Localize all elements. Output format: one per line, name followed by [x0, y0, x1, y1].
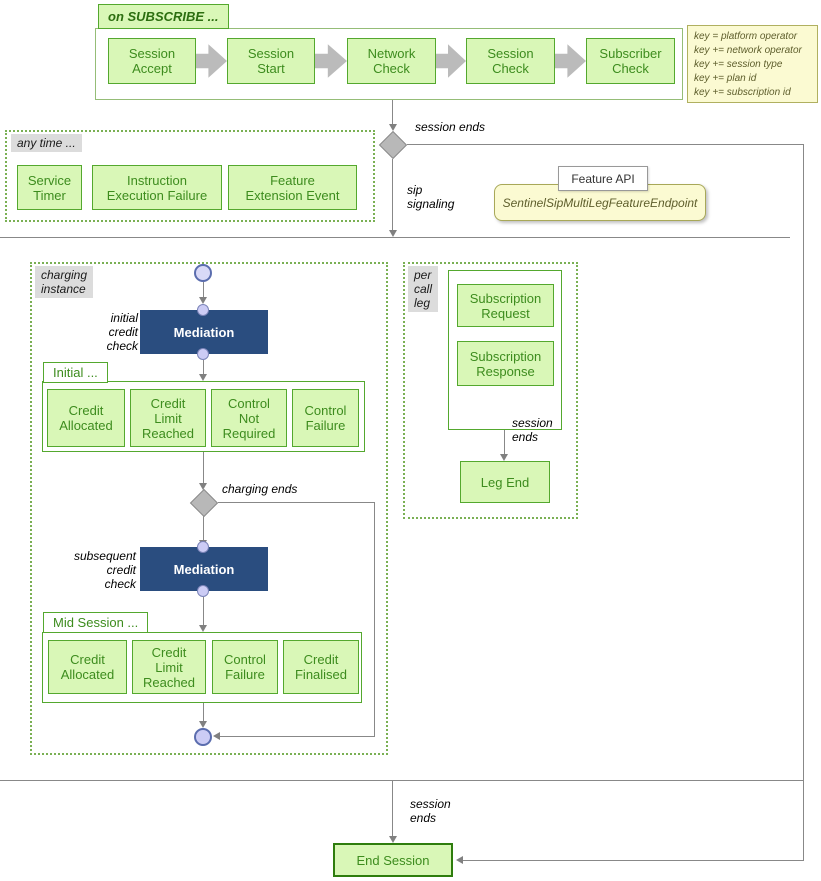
outcome-control-not-required: Control Not Required [211, 389, 287, 447]
step-session-start: Session Start [227, 38, 315, 84]
sip-signaling-label: sip signaling [407, 183, 455, 211]
arrowhead-down-icon [199, 297, 207, 304]
port-circle-icon [197, 541, 209, 553]
step-network-check: Network Check [347, 38, 436, 84]
message-subscription-response: Subscription Response [457, 341, 554, 386]
arrowhead-down-icon [389, 124, 397, 131]
outcome-credit-limit-reached: Credit Limit Reached [130, 389, 206, 447]
session-ends-label: session ends [512, 416, 553, 444]
key-legend-line: key += session type [694, 59, 783, 70]
mid-session-outcomes-tab: Mid Session ... [43, 612, 149, 633]
subscribe-group-tab: on SUBSCRIBE ... [98, 4, 229, 29]
arrowhead-left-icon [213, 732, 220, 740]
connector-sip-signaling [392, 159, 393, 230]
step-session-check: Session Check [466, 38, 555, 84]
any-time-region [5, 130, 375, 222]
per-call-leg-region [403, 262, 578, 519]
decision-diamond-icon [378, 130, 408, 160]
outcome-credit-limit-reached: Credit Limit Reached [132, 640, 206, 694]
connector [203, 516, 204, 540]
outcome-control-failure: Control Failure [212, 640, 278, 694]
key-legend-line: key = platform operator [694, 31, 798, 42]
feature-api-tab: Feature API [558, 166, 648, 191]
key-legend-line: key += network operator [694, 45, 802, 56]
event-feature-extension-event: Feature Extension Event [228, 165, 357, 210]
connector [203, 452, 204, 483]
end-session-box: End Session [333, 843, 453, 877]
port-circle-icon [197, 348, 209, 360]
lane-separator-bottom [0, 780, 803, 781]
charging-instance-region-label: charging instance [35, 266, 94, 298]
outcome-credit-allocated: Credit Allocated [47, 389, 125, 447]
connector [203, 360, 204, 374]
port-circle-icon [197, 585, 209, 597]
outcome-credit-finalised: Credit Finalised [283, 640, 359, 694]
step-subscriber-check: Subscriber Check [586, 38, 675, 84]
arrowhead-down-icon [500, 454, 508, 461]
per-call-leg-region-label: per call leg [408, 266, 439, 312]
connector-to-end-session [392, 780, 393, 836]
mediation-initial-box: Mediation [140, 310, 268, 354]
arrowhead-down-icon [199, 721, 207, 728]
charging-ends-label: charging ends [222, 482, 298, 496]
arrowhead-down-icon [199, 625, 207, 632]
key-legend-line: key += plan id [694, 73, 757, 84]
end-state-circle-icon [194, 728, 212, 746]
initial-outcomes-tab: Initial ... [43, 362, 108, 383]
leg-end-box: Leg End [460, 461, 550, 503]
charging-instance-region [30, 262, 388, 755]
key-legend-line: key += subscription id [694, 87, 791, 98]
connector-session-ends-right [407, 144, 803, 145]
initial-credit-check-label: initial credit check [106, 311, 138, 353]
mediation-subsequent-box: Mediation [140, 547, 268, 591]
connector [203, 703, 204, 721]
start-state-circle-icon [194, 264, 212, 282]
connector [504, 430, 505, 454]
connector-right-to-end-session [463, 860, 803, 861]
feedback-line [220, 736, 375, 737]
outcome-credit-allocated: Credit Allocated [48, 640, 127, 694]
feedback-line [218, 502, 374, 503]
event-instruction-execution-failure: Instruction Execution Failure [92, 165, 222, 210]
arrowhead-down-icon [199, 374, 207, 381]
lane-separator-top [0, 237, 790, 238]
connector [203, 597, 204, 625]
port-circle-icon [197, 304, 209, 316]
any-time-region-label: any time ... [11, 134, 82, 152]
subsequent-credit-check-label: subsequent credit check [73, 549, 136, 591]
message-subscription-request: Subscription Request [457, 284, 554, 327]
session-ends-label: session ends [410, 797, 451, 825]
arrowhead-down-icon [199, 483, 207, 490]
arrowhead-down-icon [389, 230, 397, 237]
event-service-timer: Service Timer [17, 165, 82, 210]
feedback-line [374, 502, 375, 736]
key-legend: key = platform operator key += network o… [687, 25, 818, 103]
connector-right-edge-down [803, 144, 804, 861]
connector-subscribe-to-diamond [392, 100, 393, 124]
outcome-control-failure: Control Failure [292, 389, 359, 447]
connector [203, 282, 204, 297]
session-ends-label: session ends [415, 120, 486, 134]
step-session-accept: Session Accept [108, 38, 196, 84]
arrowhead-down-icon [389, 836, 397, 843]
arrowhead-left-icon [456, 856, 463, 864]
